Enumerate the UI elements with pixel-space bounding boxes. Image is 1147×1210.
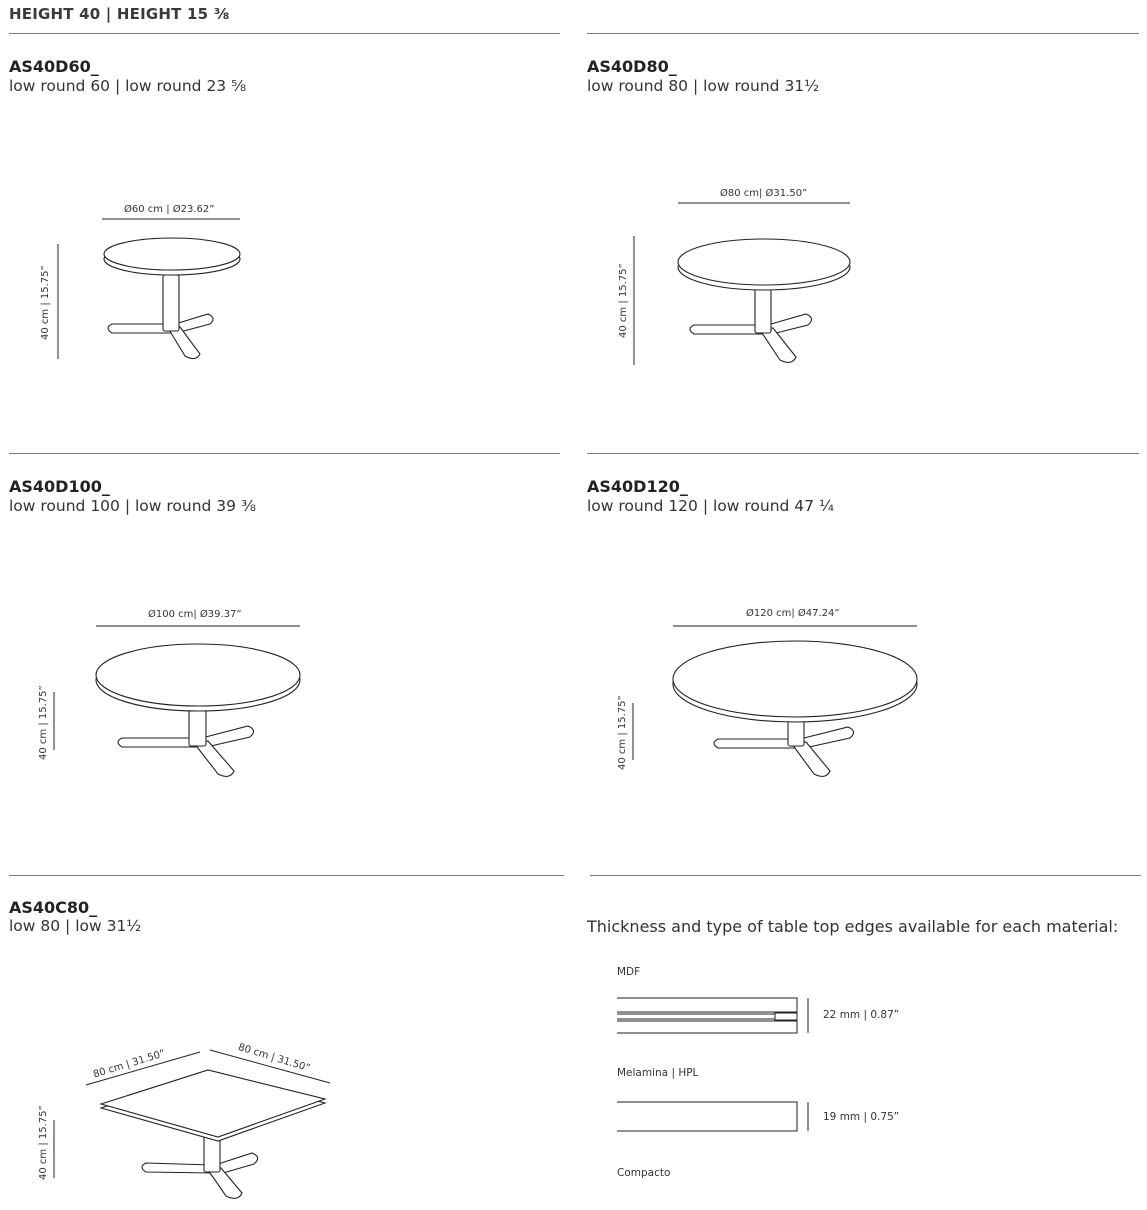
edge-material-label: Compacto bbox=[617, 1167, 671, 1179]
divider bbox=[587, 33, 1139, 34]
edge-thickness-label: 19 mm | 0.75” bbox=[823, 1111, 900, 1123]
edge-thickness-label: 22 mm | 0.87” bbox=[823, 1009, 900, 1021]
page-header: HEIGHT 40 | HEIGHT 15 ⅜ bbox=[9, 5, 230, 23]
divider bbox=[587, 453, 1139, 454]
product-subtitle: low round 80 | low round 31½ bbox=[587, 77, 820, 95]
width-dimension-label: Ø100 cm| Ø39.37” bbox=[148, 609, 242, 620]
product-subtitle: low 80 | low 31½ bbox=[9, 917, 142, 935]
product-code: AS40D60_ bbox=[9, 57, 99, 76]
edges-intro: Thickness and type of table top edges av… bbox=[587, 917, 1119, 936]
divider bbox=[9, 453, 560, 454]
edge-material-label: MDF bbox=[617, 966, 641, 978]
table-drawing-square-80 bbox=[53, 1049, 331, 1199]
edge-material-label: Melamina | HPL bbox=[617, 1067, 699, 1079]
product-subtitle: low round 120 | low round 47 ¼ bbox=[587, 497, 834, 515]
product-subtitle: low round 100 | low round 39 ⅜ bbox=[9, 497, 256, 515]
divider bbox=[590, 875, 1141, 876]
width-dimension-label: Ø60 cm | Ø23.62” bbox=[124, 204, 215, 215]
product-code: AS40C80_ bbox=[9, 898, 98, 917]
table-drawing-round-100 bbox=[53, 625, 301, 777]
divider bbox=[9, 875, 564, 876]
divider bbox=[9, 33, 560, 34]
width-dimension-label: Ø80 cm| Ø31.50” bbox=[720, 188, 808, 199]
product-code: AS40D80_ bbox=[587, 57, 677, 76]
product-code: AS40D100_ bbox=[9, 477, 110, 496]
product-subtitle: low round 60 | low round 23 ⅝ bbox=[9, 77, 247, 95]
table-drawing-round-80 bbox=[633, 202, 851, 365]
width-dimension-label: Ø120 cm| Ø47.24” bbox=[746, 608, 840, 619]
product-code: AS40D120_ bbox=[587, 477, 688, 496]
table-drawing-round-120 bbox=[632, 625, 918, 777]
table-drawing-round-60 bbox=[57, 218, 241, 360]
